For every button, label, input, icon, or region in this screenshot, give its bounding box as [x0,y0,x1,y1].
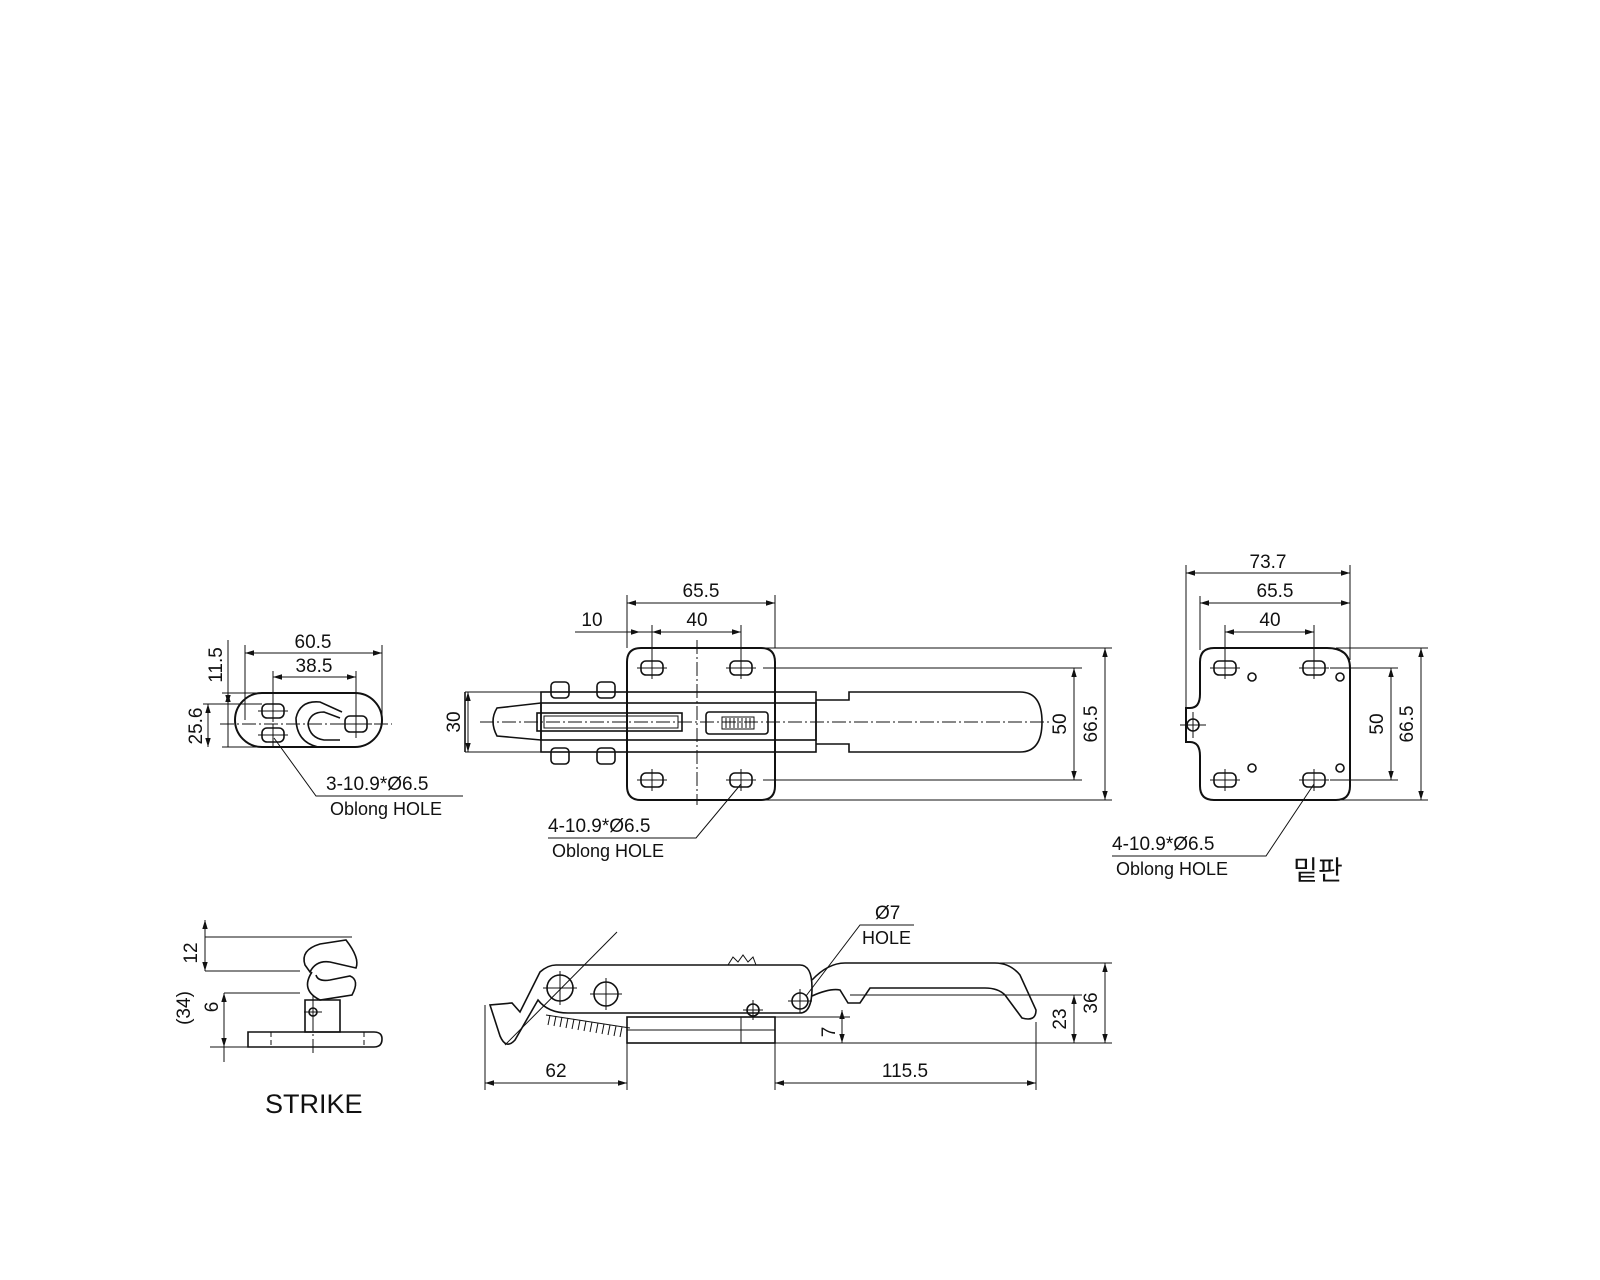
clamp-top-note-line2: Oblong HOLE [552,841,664,861]
strike-side-dim-h-ref: (34) [174,991,195,1025]
base-plate-dim-h-hole: 50 [1367,713,1388,734]
strike-top-dim-h-total: 25.6 [186,708,207,745]
clamp-top-dim-w-hole: 40 [686,610,707,631]
strike-side-label: STRIKE [265,1089,363,1119]
base-plate-note-line1: 4-10.9*Ø6.5 [1112,834,1214,855]
clamp-top-dim-w-base: 65.5 [683,581,720,602]
clamp-top-dim-h-hole: 50 [1050,713,1071,734]
clamp-top-dim-h-shank: 30 [444,711,465,732]
strike-top-note-line1: 3-10.9*Ø6.5 [326,774,428,795]
strike-top-note-line2: Oblong HOLE [330,799,442,819]
base-plate-dim-h-base: 66.5 [1397,706,1418,743]
clamp-side-dim-h-pivot: 23 [1050,1008,1071,1029]
strike-top-dim-w-outer: 60.5 [295,632,332,653]
base-plate-dim-w-hole: 40 [1259,610,1280,631]
strike-side-dim-h-top: 12 [181,942,202,963]
base-plate-dim-w-overall: 73.7 [1250,552,1287,573]
base-plate-dim-w-base: 65.5 [1257,581,1294,602]
clamp-side-note-line2: HOLE [862,928,911,948]
strike-side-view: 12 6 (34) STRIKE [174,920,383,1119]
strike-top-view: 60.5 38.5 11.5 25.6 3-10.9*Ø6.5 Oblong H… [186,632,463,819]
base-plate-view: 73.7 65.5 40 50 66.5 4-10.9*Ø6.5 Oblong … [1112,552,1428,886]
strike-side-dim-h-mid: 6 [202,1002,223,1013]
clamp-top-note-line1: 4-10.9*Ø6.5 [548,816,650,837]
clamp-side-note-line1: Ø7 [875,903,900,924]
clamp-top-dim-h-base: 66.5 [1081,706,1102,743]
base-plate-note-line2: Oblong HOLE [1116,859,1228,879]
strike-top-dim-h-small: 11.5 [206,647,227,683]
clamp-side-dim-l-front: 62 [545,1061,566,1082]
clamp-side-dim-l-handle: 115.5 [882,1061,928,1082]
clamp-side-dim-h-total: 36 [1081,992,1102,1013]
clamp-top-dim-offset: 10 [581,610,602,631]
strike-top-dim-w-inner: 38.5 [296,656,333,677]
clamp-side-view: 62 115.5 7 23 36 Ø7 HOLE [484,903,1112,1090]
clamp-top-view: 65.5 40 10 30 50 66.5 4-10.9*Ø6.5 Oblong… [444,581,1112,861]
clamp-side-dim-h-plate: 7 [819,1027,840,1038]
base-plate-label: 밑판 [1293,856,1343,886]
